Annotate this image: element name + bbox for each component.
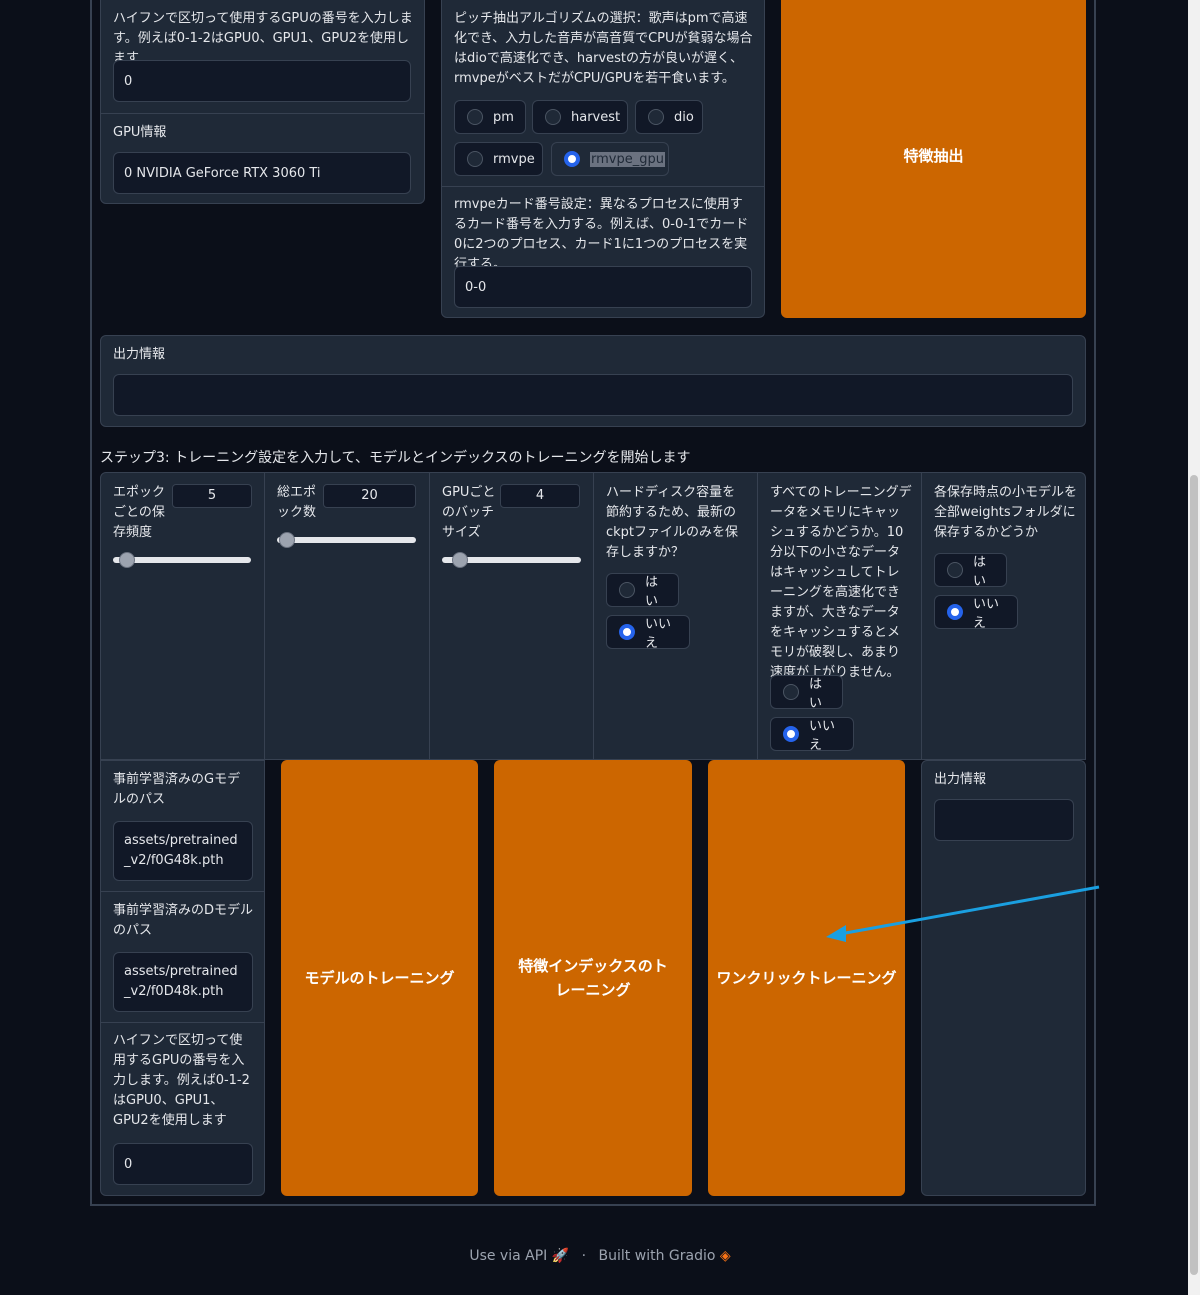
radio-label: いいえ [809,719,836,753]
output-info-panel: 出力情報 [100,335,1086,427]
radio-label: harvest [571,109,621,125]
radio-dot [619,582,635,598]
gpu-index-field[interactable]: 0 [113,1143,253,1185]
scrollbar[interactable] [1188,0,1200,1295]
total-epochs-input[interactable]: 20 [323,484,416,508]
cache-data-yes[interactable]: はい [770,675,843,711]
pitch-panel: ピッチ抽出アルゴリズムの選択：歌声はpmで高速化でき、入力した音声が高音質でCP… [441,0,765,318]
pretrained-g-value: assets/pretrained_v2/f0G48k.pth [124,833,238,868]
pretrained-d-value: assets/pretrained_v2/f0D48k.pth [124,964,238,999]
radio-dot [648,109,664,125]
cache-data-label: すべてのトレーニングデータをメモリにキャッシュするかどうか。10分以下の小さなデ… [770,485,912,680]
radio-dot [467,151,483,167]
radio-rmvpe[interactable]: rmvpe [454,142,543,176]
rocket-icon: 🚀 [551,1248,570,1264]
pretrained-g-label: 事前学習済みのGモデルのパス [113,772,241,807]
radio-dot-selected [947,604,963,620]
pitch-algorithm-label: ピッチ抽出アルゴリズムの選択：歌声はpmで高速化でき、入力した音声が高音質でCP… [454,11,753,86]
radio-rmvpe-gpu[interactable]: rmvpe_gpu [551,142,669,176]
gpu-input-label: ハイフンで区切って使用するGPUの番号を入力します。例えば0-1-2はGPU0、… [113,11,413,66]
save-latest-label: ハードディスク容量を節約するため、最新のckptファイルのみを保存しますか？ [606,485,739,560]
extract-feature-button[interactable]: 特徴抽出 [781,0,1086,318]
built-with-gradio-link[interactable]: Built with Gradio [598,1248,716,1264]
train-index-button[interactable]: 特徴インデックスのトレーニング [494,760,692,1196]
save-weights-no[interactable]: いいえ [934,595,1018,631]
save-weights-yes[interactable]: はい [934,553,1007,589]
output-info-panel-2: 出力情報 [921,760,1086,1196]
total-epochs-slider[interactable] [277,537,416,543]
pretrained-d-label: 事前学習済みのDモデルのパス [113,903,254,938]
divider [429,473,430,759]
divider [442,186,764,187]
radio-dot [545,109,561,125]
divider [264,473,265,759]
footer: Use via API 🚀 · Built with Gradio ◈ [0,1248,1200,1264]
output-info-field[interactable] [934,799,1074,841]
pretrained-g-field[interactable]: assets/pretrained_v2/f0G48k.pth [113,821,253,881]
slider-handle[interactable] [119,552,135,568]
gpu-index-label: ハイフンで区切って使用するGPUの番号を入力します。例えば0-1-2はGPU0、… [113,1033,250,1128]
scrollbar-thumb[interactable] [1190,475,1198,1275]
gpu-panel: ハイフンで区切って使用するGPUの番号を入力します。例えば0-1-2はGPU0、… [100,0,425,204]
batch-size-label: GPUごとのバッチサイズ [442,485,496,540]
radio-label: いいえ [973,597,1000,631]
radio-label: はい [973,555,987,589]
divider [757,473,758,759]
rmvpe-card-label: rmvpeカード番号設定：異なるプロセスに使用するカード番号を入力する。例えば、… [454,197,749,272]
pretrained-panel: 事前学習済みのGモデルのパス assets/pretrained_v2/f0G4… [100,760,265,1196]
divider [101,113,424,114]
save-every-epoch-label: エポックごとの保存頻度 [113,485,166,540]
output-info-field[interactable] [113,374,1073,416]
radio-dio[interactable]: dio [635,100,703,134]
gradio-logo-icon: ◈ [719,1248,731,1264]
save-every-epoch-slider[interactable] [113,557,251,563]
output-info-label: 出力情報 [934,772,987,787]
slider-handle[interactable] [279,532,295,548]
one-click-training-button[interactable]: ワンクリックトレーニング [708,760,905,1196]
step3-title: ステップ3: トレーニング設定を入力して、モデルとインデックスのトレーニングを開… [100,450,691,466]
rmvpe-card-field[interactable]: 0-0 [454,266,752,308]
radio-dot-selected [783,726,799,742]
save-latest-yes[interactable]: はい [606,573,679,609]
save-every-epoch-input[interactable]: 5 [172,484,252,508]
radio-dot [467,109,483,125]
cache-data-no[interactable]: いいえ [770,717,854,753]
batch-size-slider[interactable] [442,557,581,563]
radio-label: rmvpe [493,151,535,167]
radio-pm[interactable]: pm [454,100,526,134]
radio-label: dio [674,109,694,125]
radio-label: はい [809,677,823,711]
radio-label: はい [645,575,659,609]
train-model-button[interactable]: モデルのトレーニング [281,760,478,1196]
radio-dot [783,684,799,700]
output-info-label: 出力情報 [113,347,166,362]
slider-handle[interactable] [452,552,468,568]
divider [921,473,922,759]
divider [101,1022,264,1023]
save-latest-no[interactable]: いいえ [606,615,690,651]
use-via-api-link[interactable]: Use via API [469,1248,548,1264]
radio-label: rmvpe_gpu [590,151,665,167]
radio-dot-selected [619,624,635,640]
pretrained-d-field[interactable]: assets/pretrained_v2/f0D48k.pth [113,952,253,1012]
batch-size-input[interactable]: 4 [500,484,580,508]
footer-separator: · [581,1248,587,1264]
radio-harvest[interactable]: harvest [532,100,628,134]
divider [101,891,264,892]
radio-label: pm [493,109,514,125]
main-container [90,0,1096,1206]
gpu-input-field[interactable]: 0 [113,60,411,102]
gpu-info-label: GPU情報 [113,125,167,140]
radio-dot [947,562,963,578]
divider [593,473,594,759]
training-settings-panel: エポックごとの保存頻度 5 総エポック数 20 GPUごとのバッチサイズ 4 ハ… [100,472,1086,760]
radio-label: いいえ [645,617,672,651]
save-weights-label: 各保存時点の小モデルを全部weightsフォルダに保存するかどうか [934,485,1078,540]
radio-dot-selected [564,151,580,167]
gpu-info-field[interactable]: 0 NVIDIA GeForce RTX 3060 Ti [113,152,411,194]
total-epochs-label: 総エポック数 [277,485,317,520]
